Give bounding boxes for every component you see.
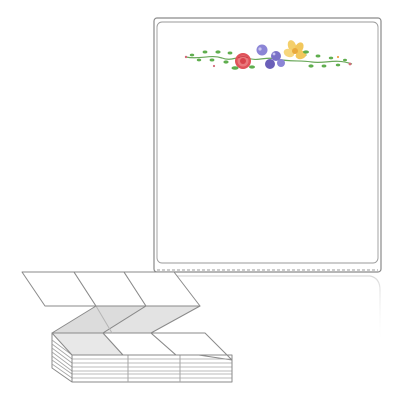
label-sheet-illustration <box>153 17 382 345</box>
fanfold-label-stack-icon <box>21 271 233 383</box>
top-label-row <box>21 271 201 307</box>
stack-top-labels <box>51 332 233 361</box>
fold-panel <box>51 305 201 334</box>
yellow-flower-icon <box>283 40 309 60</box>
floral-border-icon <box>184 40 353 70</box>
rose-icon <box>231 53 255 70</box>
label-outline <box>156 21 379 264</box>
berries-icon <box>256 44 285 69</box>
